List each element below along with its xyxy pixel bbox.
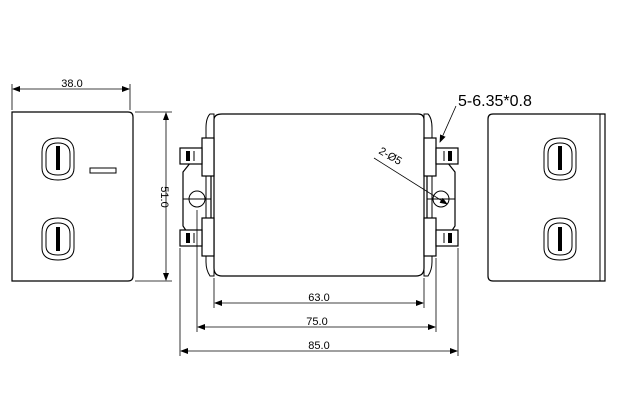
terminal-right-bottom	[423, 217, 459, 257]
mounting-hole-right	[432, 190, 450, 208]
dim-label-38: 38.0	[61, 78, 82, 90]
terminal-right-top	[423, 137, 459, 177]
front-view	[179, 113, 459, 277]
dim-width-75: 75.0	[196, 210, 437, 332]
dim-label-85: 85.0	[308, 340, 329, 352]
dim-label-75: 75.0	[306, 316, 327, 328]
dim-label-51: 51.0	[158, 186, 170, 207]
right-side-view	[487, 113, 606, 282]
socket-slot	[56, 227, 60, 251]
left-view-outline	[11, 111, 134, 282]
socket-slot	[56, 146, 60, 170]
socket-bottom-right	[543, 217, 577, 261]
dim-width-85: 85.0	[179, 248, 459, 356]
body-left-edge	[205, 113, 215, 277]
terminal-left-top	[179, 137, 215, 177]
socket-top-right	[543, 137, 577, 181]
dim-width-38: 38.0	[11, 78, 131, 110]
left-side-view	[11, 111, 134, 282]
body-right-edge	[423, 113, 433, 277]
socket-bottom-left	[41, 217, 75, 261]
terminal-spec-label: 5-6.35*0.8	[458, 93, 532, 110]
mounting-hole-left	[188, 190, 206, 208]
dim-width-63: 63.0	[213, 278, 425, 308]
dim-height-51: 51.0	[135, 111, 172, 282]
terminal-spec-callout: 5-6.35*0.8	[439, 93, 532, 143]
filter-body	[213, 113, 425, 277]
ground-tab	[89, 167, 117, 174]
terminal-left-bottom	[179, 217, 215, 257]
socket-top-left	[41, 137, 75, 181]
dim-label-63: 63.0	[308, 292, 329, 304]
